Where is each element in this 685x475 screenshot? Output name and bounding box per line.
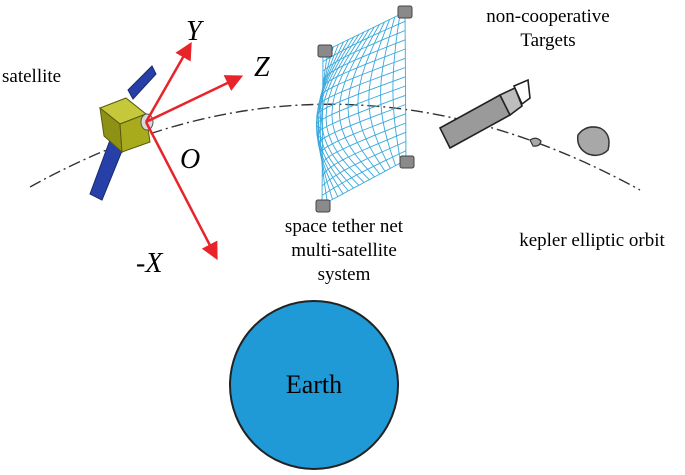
net-strand xyxy=(321,159,407,206)
neg-x-axis-label: -X xyxy=(136,248,163,279)
net-label-line1: space tether net xyxy=(285,216,404,237)
net-strand xyxy=(392,14,402,163)
targets-label-line1: non-cooperative xyxy=(486,6,609,27)
net-strand xyxy=(316,76,406,120)
net-strand xyxy=(321,122,406,167)
net-strand xyxy=(316,94,406,139)
net-strand xyxy=(357,21,386,172)
net-strand xyxy=(319,113,406,158)
net-strand xyxy=(338,26,375,178)
satellite-label: satellite xyxy=(2,66,61,87)
net-strand xyxy=(321,141,407,187)
y-axis-label: Y xyxy=(186,16,205,47)
targets-label-line2: Targets xyxy=(520,30,575,51)
orbit-label: kepler elliptic orbit xyxy=(519,230,665,251)
z-axis-label: Z xyxy=(254,52,270,83)
net-strand xyxy=(315,85,406,129)
net-label-line3: system xyxy=(318,264,371,285)
origin-label: O xyxy=(180,144,200,175)
earth-label: Earth xyxy=(286,370,342,399)
earth-globe xyxy=(229,300,399,470)
net-strand xyxy=(318,67,406,110)
net-strand xyxy=(380,16,396,166)
net-strand xyxy=(321,150,407,196)
neg-x-axis-arrow xyxy=(144,121,218,261)
net-label-line2: multi-satellite xyxy=(291,240,397,261)
satellite-icon xyxy=(89,65,157,201)
y-axis-arrow xyxy=(144,41,192,123)
net-strand xyxy=(317,104,406,148)
space-debris-icon xyxy=(438,78,610,157)
net-strand xyxy=(321,131,406,177)
net-strand xyxy=(404,11,407,161)
space-tether-net xyxy=(315,11,407,206)
net-strand xyxy=(331,29,370,181)
net-strand xyxy=(322,20,406,62)
tether-node-icon xyxy=(315,5,415,213)
net-strand xyxy=(347,24,381,175)
net-strand xyxy=(368,19,391,169)
z-axis-arrow xyxy=(145,75,244,124)
